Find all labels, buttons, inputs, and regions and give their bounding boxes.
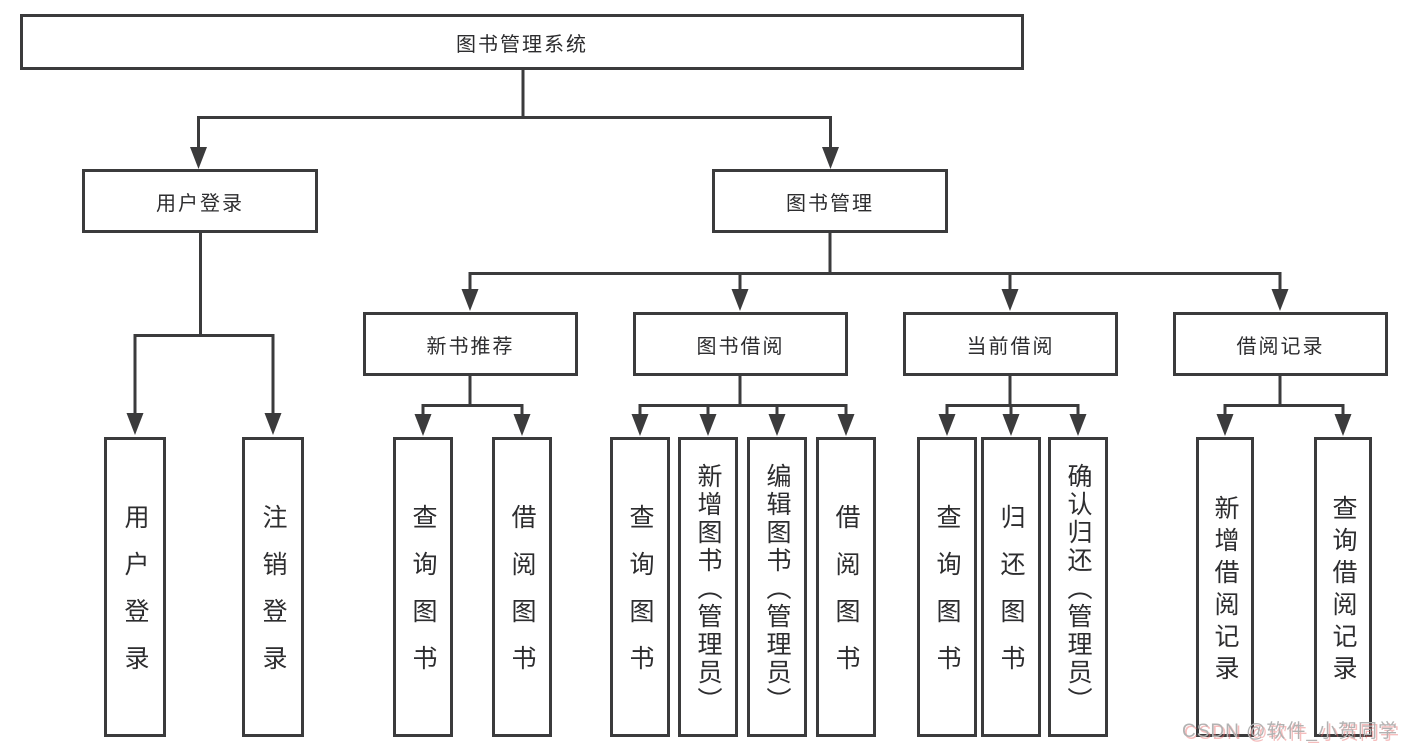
- leaf-edit-book-admin: 编辑图书（管理员）: [747, 437, 807, 737]
- connector-arrowheads: [126, 147, 1352, 436]
- leaf-query-borrow-record-label: 查询借阅记录: [1329, 494, 1357, 687]
- leaf-borrow-books: 借阅图书: [816, 437, 876, 737]
- leaf-confirm-return-admin: 确认归还（管理员）: [1048, 437, 1108, 737]
- leaf-query-books-current-label: 查询图书: [933, 504, 961, 692]
- leaf-borrow-books-recommend: 借阅图书: [492, 437, 552, 737]
- csdn-watermark: CSDN @软件_小贺同学: [1182, 721, 1398, 742]
- leaf-query-books-current: 查询图书: [917, 437, 977, 737]
- leaf-logout-login: 注销登录: [242, 437, 304, 737]
- leaf-add-book-admin-label: 新增图书（管理员）: [694, 462, 722, 715]
- node-book-borrow: 图书借阅: [633, 312, 848, 376]
- leaf-borrow-books-label: 借阅图书: [832, 504, 860, 692]
- leaf-add-borrow-record: 新增借阅记录: [1196, 437, 1254, 737]
- leaf-borrow-books-recommend-label: 借阅图书: [508, 504, 536, 692]
- leaf-query-books-recommend: 查询图书: [393, 437, 453, 737]
- leaf-return-book: 归还图书: [981, 437, 1041, 737]
- leaf-query-books-recommend-label: 查询图书: [409, 504, 437, 692]
- node-new-book-recommend: 新书推荐: [363, 312, 578, 376]
- connector-lines: [133, 70, 1345, 415]
- leaf-edit-book-admin-label: 编辑图书（管理员）: [763, 462, 791, 715]
- leaf-return-book-label: 归还图书: [997, 504, 1025, 692]
- node-book-management: 图书管理: [712, 169, 948, 233]
- leaf-query-books-borrow: 查询图书: [610, 437, 670, 737]
- leaf-query-borrow-record: 查询借阅记录: [1314, 437, 1372, 737]
- node-current-borrow: 当前借阅: [903, 312, 1118, 376]
- leaf-add-borrow-record-label: 新增借阅记录: [1211, 494, 1239, 687]
- leaf-logout-login-label: 注销登录: [259, 504, 287, 692]
- node-borrow-records: 借阅记录: [1173, 312, 1388, 376]
- leaf-query-books-borrow-label: 查询图书: [626, 504, 654, 692]
- leaf-confirm-return-admin-label: 确认归还（管理员）: [1064, 462, 1092, 715]
- node-library-management-system: 图书管理系统: [20, 14, 1024, 70]
- leaf-user-login-label: 用户登录: [121, 504, 149, 692]
- leaf-add-book-admin: 新增图书（管理员）: [678, 437, 738, 737]
- node-user-login: 用户登录: [82, 169, 318, 233]
- leaf-user-login: 用户登录: [104, 437, 166, 737]
